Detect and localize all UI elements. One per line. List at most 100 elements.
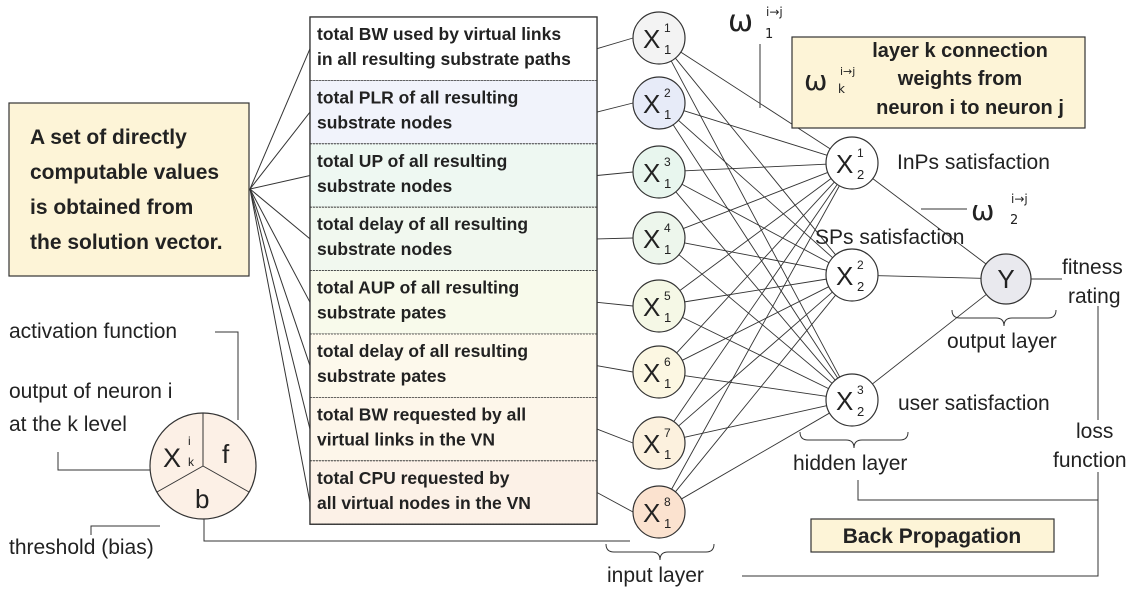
input-hidden-link <box>676 181 835 354</box>
node-symbol: X <box>643 224 660 254</box>
output-node: Y <box>980 253 1032 305</box>
hidden-layer-label: hidden layer <box>793 452 907 475</box>
weight-legend-line: layer k connection <box>872 40 1048 62</box>
node-superscript: 2 <box>664 86 671 100</box>
input-hidden-link <box>681 412 830 500</box>
node-symbol: X <box>643 429 660 459</box>
node-symbol: X <box>836 261 853 291</box>
hidden-output-connections <box>872 178 987 385</box>
node-superscript: 4 <box>664 221 671 235</box>
input-hidden-link <box>679 178 832 291</box>
input-feature-line: substrate nodes <box>317 239 452 259</box>
weight-legend-line: neuron i to neuron j <box>876 97 1064 119</box>
node-superscript: 2 <box>857 258 864 272</box>
neuron-detail: activation function output of neuron i a… <box>9 320 630 559</box>
input-hidden-link <box>672 124 839 379</box>
back-propagation-box: Back Propagation <box>810 518 1055 553</box>
weight-symbol-layer2: ω i→j 2 <box>921 192 1028 228</box>
input-feature-line: substrate nodes <box>317 112 452 132</box>
solution-vector-line: is obtained from <box>30 196 193 219</box>
input-hidden-link <box>678 119 833 259</box>
output-node-label: Y <box>997 264 1014 294</box>
input-feature-line: all virtual nodes in the VN <box>317 493 531 513</box>
node-symbol: X <box>643 292 660 322</box>
neuron-output-label: at the k level <box>9 413 127 436</box>
feature-fan-line <box>249 188 311 366</box>
back-propagation-label: Back Propagation <box>843 525 1022 548</box>
node-subscript: 1 <box>664 516 671 531</box>
feature-fan-line <box>249 111 311 190</box>
node-superscript: 8 <box>664 495 671 509</box>
node-superscript: 6 <box>664 355 671 369</box>
solution-vector-box: A set of directly computable values is o… <box>8 102 250 277</box>
feature-fan-line <box>249 188 311 303</box>
feature-input-link <box>596 37 634 50</box>
omega-symbol: ω <box>804 64 827 97</box>
input-hidden-link <box>684 163 827 172</box>
activation-function-label: activation function <box>9 320 177 343</box>
weight-symbol-layer1: ω i→j 1 <box>728 4 783 108</box>
input-hidden-link <box>682 316 829 390</box>
input-hidden-link <box>673 184 838 422</box>
input-feature-line: total BW used by virtual links <box>317 24 561 44</box>
input-hidden-link <box>684 375 827 397</box>
weight-layer-subscript: k <box>838 82 845 96</box>
input-feature-line: substrate nodes <box>317 176 452 196</box>
input-hidden-link <box>678 291 833 427</box>
feature-input-link <box>596 237 634 240</box>
input-hidden-link <box>683 171 828 230</box>
input-hidden-link <box>680 51 831 150</box>
weight-layer-subscript: 1 <box>765 27 773 42</box>
output-layer-brace <box>951 309 1057 327</box>
omega-symbol: ω <box>728 4 753 39</box>
omega-symbol: ω <box>971 194 994 227</box>
node-symbol: X <box>643 158 660 188</box>
hidden-output-link <box>872 178 987 265</box>
input-feature-line: total CPU requested by <box>317 468 510 488</box>
input-feature-line: substrate pates <box>317 366 447 386</box>
hidden-node-label: SPs satisfaction <box>815 226 964 249</box>
feedback-lines <box>742 472 1099 577</box>
weight-arrow-superscript: i→j <box>1011 192 1028 206</box>
node-superscript: 5 <box>664 289 671 303</box>
feature-fan-line <box>249 175 311 190</box>
feature-input-link <box>596 365 634 373</box>
weight-legend-box: ω i→j k layer k connection weights from … <box>791 36 1086 129</box>
node-subscript: 1 <box>664 176 671 191</box>
solution-vector-line: the solution vector. <box>30 231 223 254</box>
input-hidden-connections <box>596 37 841 513</box>
node-superscript: 3 <box>857 383 864 397</box>
input-hidden-link <box>675 191 836 381</box>
node-symbol: X <box>643 498 660 528</box>
input-feature-line: total BW requested by all <box>317 404 526 424</box>
node-subscript: 2 <box>857 167 864 182</box>
input-feature-cell: total delay of all resulting substrate no… <box>309 206 598 271</box>
node-subscript: 1 <box>664 107 671 122</box>
node-subscript: 2 <box>857 404 864 419</box>
input-feature-line: substrate pates <box>317 303 447 323</box>
neuron-output-superscript: i <box>188 434 191 448</box>
feature-input-link <box>596 171 634 176</box>
weight-legend-line: weights from <box>897 68 1022 90</box>
node-symbol: X <box>643 24 660 54</box>
solution-vector-line: A set of directly <box>30 126 187 149</box>
input-feature-line: total delay of all resulting <box>317 214 528 234</box>
feature-fan-line <box>249 188 311 503</box>
neuron-output-label: output of neuron i <box>9 380 172 403</box>
input-hidden-link <box>671 185 840 490</box>
